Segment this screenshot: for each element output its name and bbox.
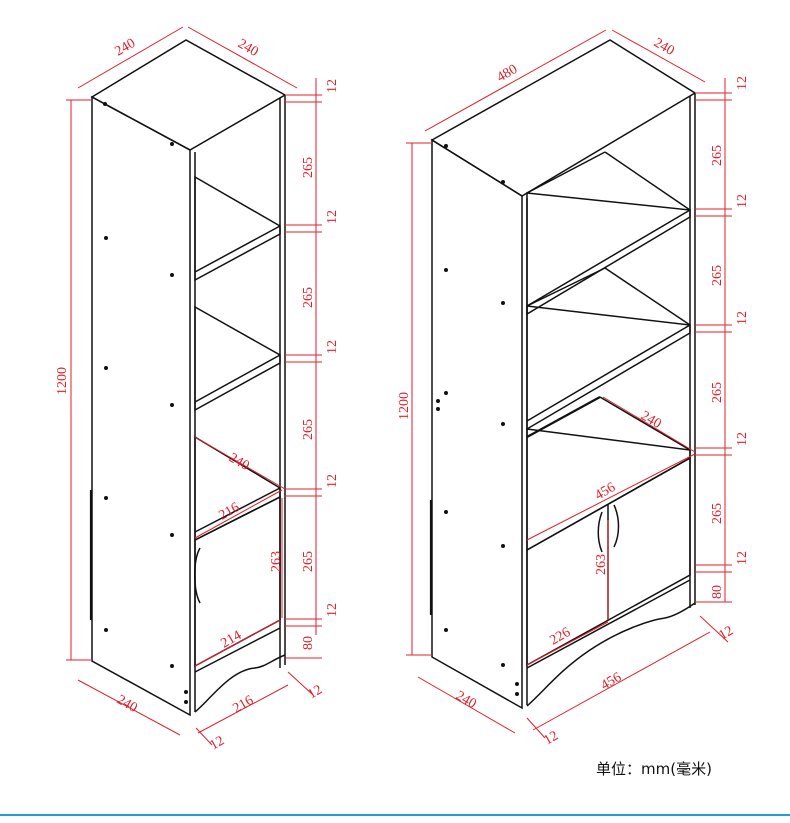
- left-dim-board4: 12: [325, 474, 340, 488]
- bottom-divider: [0, 814, 790, 816]
- right-top-face: [430, 39, 697, 197]
- right-door-handle-left: [597, 511, 603, 553]
- left-dim-board5: 12: [325, 603, 340, 617]
- right-dim-inner-diag: 240: [638, 408, 664, 431]
- right-dim-top-depth: 240: [651, 35, 677, 58]
- unit-label: 单位：mm(毫米): [596, 760, 712, 778]
- left-dim-height: 1200: [55, 367, 70, 395]
- left-dim-top-left: 240: [113, 36, 139, 59]
- left-cabinet: [89, 39, 287, 717]
- left-dim-top-right: 240: [235, 36, 261, 59]
- left-shelf-2: [194, 305, 281, 412]
- left-dim-side-left: 12: [208, 733, 228, 753]
- right-shelf-1: [526, 192, 691, 316]
- left-dim-gap2: 265: [301, 287, 316, 308]
- right-doors: [526, 456, 691, 667]
- right-dim-board-top: 12: [735, 76, 750, 90]
- right-dim-board5: 12: [735, 551, 750, 565]
- left-side-panel: [91, 95, 191, 717]
- right-dim-gap2: 265: [710, 265, 725, 286]
- right-dim-side-right: 12: [717, 623, 737, 643]
- left-dimensions: [66, 26, 322, 746]
- left-dim-gap1: 265: [301, 157, 316, 178]
- left-dim-side-right: 12: [306, 682, 326, 702]
- right-shelf-2: [526, 305, 691, 431]
- right-door-handle-right: [613, 504, 620, 548]
- left-dim-gap3: 265: [301, 419, 316, 440]
- left-dimension-labels: 240 240 1200 12 265 12 265 12 265 12 265…: [55, 36, 340, 753]
- right-dim-kick: 80: [710, 585, 725, 599]
- left-shelf-1: [194, 175, 281, 282]
- left-door-handle: [194, 547, 201, 604]
- right-base-arch: [526, 602, 696, 707]
- right-dim-gap1: 265: [710, 145, 725, 166]
- right-side-panel: [431, 138, 523, 710]
- left-dim-kick: 80: [301, 636, 316, 650]
- left-dim-door-height: 263: [269, 551, 284, 572]
- right-dim-base-depth: 240: [453, 688, 479, 711]
- left-dim-base-depth: 240: [114, 692, 140, 715]
- right-dim-top-width: 480: [495, 62, 521, 85]
- left-dim-inner-diag: 240: [226, 450, 252, 473]
- right-dim-base-width: 456: [599, 670, 625, 693]
- right-dim-height: 1200: [397, 392, 412, 420]
- right-cabinet: [429, 39, 697, 710]
- left-dim-board-top: 12: [325, 79, 340, 93]
- left-dim-gap4: 265: [301, 551, 316, 572]
- left-dim-board2: 12: [325, 210, 340, 224]
- right-dim-door-height: 263: [594, 554, 609, 575]
- right-dimensions: [406, 29, 732, 739]
- left-dim-inner-width: 216: [217, 500, 243, 523]
- right-dim-board3: 12: [735, 311, 750, 325]
- left-dim-base-width: 216: [231, 693, 257, 716]
- right-dim-side-left: 12: [542, 728, 562, 748]
- right-dim-board2: 12: [735, 194, 750, 208]
- right-dim-gap3: 265: [710, 382, 725, 403]
- right-dim-gap4: 265: [710, 503, 725, 524]
- left-dim-board3: 12: [325, 340, 340, 354]
- right-dim-board4: 12: [735, 432, 750, 446]
- right-dimension-labels: 480 240 1200 12 265 12 265 12 265 12 265…: [397, 35, 750, 748]
- left-base-arch: [194, 654, 286, 713]
